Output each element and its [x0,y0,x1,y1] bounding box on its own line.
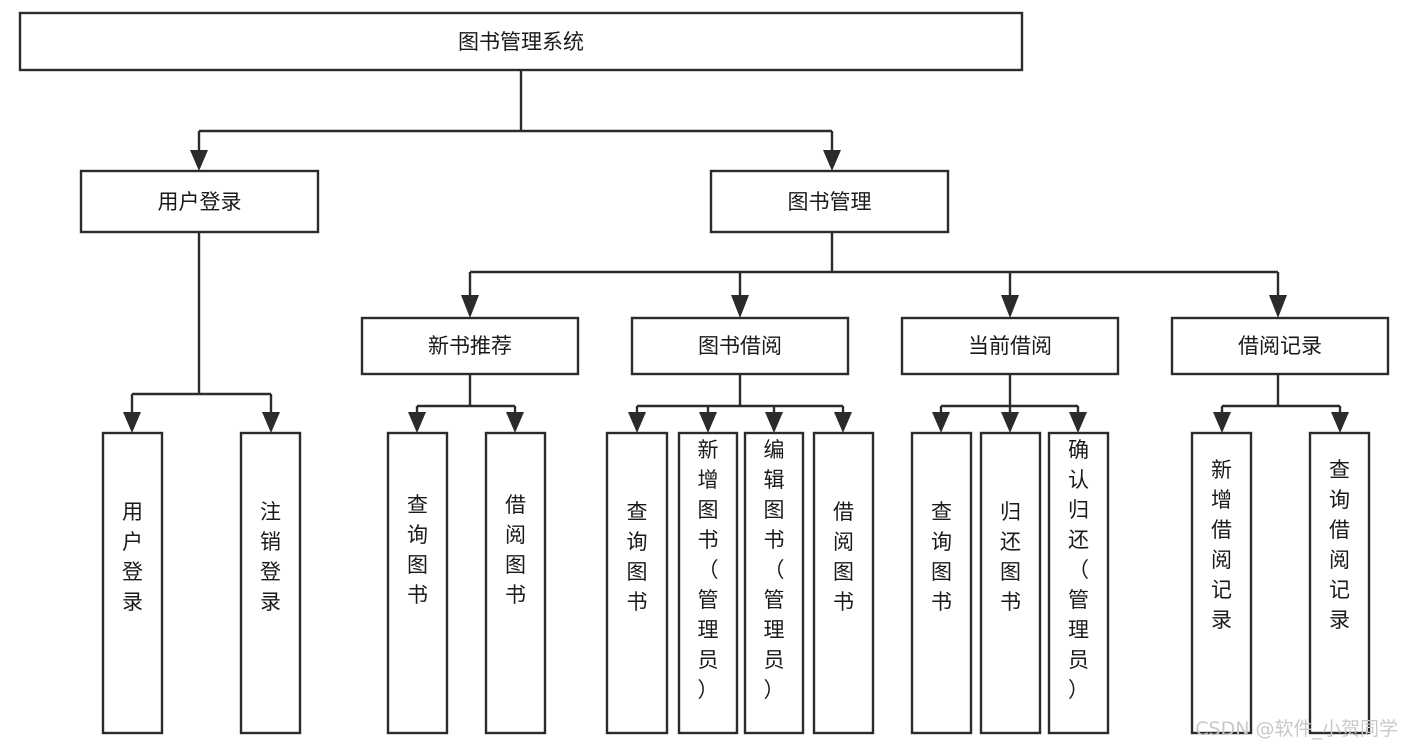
node-borrow-record[interactable]: 借阅记录 [1170,316,1390,376]
leaf-label-recommend-borrow-book: 借阅图书 [505,493,526,607]
arrow-head-current-leaf1 [932,412,950,433]
leaf-box-recommend-query-book[interactable] [386,431,449,735]
node-root-book-management-system[interactable]: 图书管理系统 [18,11,1024,72]
node-label-borrow-record: 借阅记录 [1238,334,1322,358]
node-label-new-book-recommend: 新书推荐 [428,334,512,358]
leaf-label-record-add-record: 新增借阅记录 [1211,458,1232,632]
leaf-box-current-query-book[interactable] [910,431,973,735]
leaf-label-recommend-query-book: 查询图书 [407,493,428,607]
node-label-current-borrow: 当前借阅 [968,334,1052,358]
leaf-node-borrow-edit-book-admin[interactable]: 编辑图书（管理员） [743,431,805,735]
leaf-node-user-login-login[interactable]: 用户登录 [101,431,164,735]
node-label-book-borrow: 图书借阅 [698,334,782,358]
csdn-watermark: CSDN @软件_小贺同学 [1195,718,1398,740]
arrow-head-to-book-borrow [731,295,749,318]
arrow-head-user-login-leaf2 [262,412,280,433]
leaf-box-record-add-record[interactable] [1190,431,1253,735]
leaf-box-current-return-book[interactable] [979,431,1042,735]
leaf-node-record-query-record[interactable]: 查询借阅记录 [1308,431,1371,735]
node-box-current-borrow[interactable] [900,316,1120,376]
arrow-head-record-leaf1 [1213,412,1231,433]
leaf-box-borrow-add-book-admin[interactable] [677,431,739,735]
arrow-head-recommend-leaf1 [408,412,426,433]
arrow-head-to-new-book-recommend [461,295,479,318]
arrow-head-current-leaf3 [1069,412,1087,433]
node-box-root[interactable] [18,11,1024,72]
leaf-box-borrow-query-book[interactable] [605,431,669,735]
leaf-box-current-confirm-return-admin[interactable] [1047,431,1110,735]
node-box-book-management[interactable] [709,169,950,234]
arrow-head-borrow-leaf2 [699,412,717,433]
arrow-head-borrow-leaf4 [834,412,852,433]
leaf-box-borrow-edit-book-admin[interactable] [743,431,805,735]
leaf-label-current-return-book: 归还图书 [1000,500,1021,614]
leaf-label-user-login-login: 用户登录 [122,500,143,614]
leaf-node-borrow-query-book[interactable]: 查询图书 [605,431,669,735]
node-label-root: 图书管理系统 [458,30,584,54]
leaf-label-borrow-add-book-admin: 新增图书（管理员） [698,438,719,702]
leaf-node-current-confirm-return-admin[interactable]: 确认归还（管理员） [1047,431,1110,735]
node-book-borrow[interactable]: 图书借阅 [630,316,850,376]
connector-borrow-record-to-leaves [1220,374,1342,414]
leaf-label-borrow-edit-book-admin: 编辑图书（管理员） [764,438,785,702]
leaf-label-borrow-borrow-book: 借阅图书 [833,500,854,614]
leaf-box-user-login-login[interactable] [101,431,164,735]
leaf-node-current-return-book[interactable]: 归还图书 [979,431,1042,735]
arrow-head-user-login-leaf1 [123,412,141,433]
node-label-user-login: 用户登录 [158,190,242,214]
node-box-borrow-record[interactable] [1170,316,1390,376]
connector-root-to-level2 [197,70,834,152]
connector-layer [123,70,1349,433]
leaf-node-recommend-borrow-book[interactable]: 借阅图书 [484,431,547,735]
leaf-label-borrow-query-book: 查询图书 [627,500,648,614]
leaf-box-user-logout[interactable] [239,431,302,735]
arrow-head-to-borrow-record [1269,295,1287,318]
leaf-box-record-query-record[interactable] [1308,431,1371,735]
arrow-head-to-current-borrow [1001,295,1019,318]
arrow-head-to-book-manage [823,150,841,171]
leaf-label-current-query-book: 查询图书 [931,500,952,614]
connector-new-book-recommend-to-leaves [415,374,517,414]
node-box-book-borrow[interactable] [630,316,850,376]
leaf-node-borrow-borrow-book[interactable]: 借阅图书 [812,431,875,735]
node-user-login[interactable]: 用户登录 [79,169,320,234]
node-box-new-book-recommend[interactable] [360,316,580,376]
leaf-label-record-query-record: 查询借阅记录 [1329,458,1350,632]
connector-user-login-to-leaves [130,232,273,414]
leaf-node-record-add-record[interactable]: 新增借阅记录 [1190,431,1253,735]
leaf-box-borrow-borrow-book[interactable] [812,431,875,735]
leaf-label-user-logout: 注销登录 [260,500,281,614]
arrow-head-borrow-leaf1 [628,412,646,433]
node-current-borrow[interactable]: 当前借阅 [900,316,1120,376]
arrow-head-current-leaf2 [1001,412,1019,433]
arrow-head-borrow-leaf3 [765,412,783,433]
leaf-node-current-query-book[interactable]: 查询图书 [910,431,973,735]
leaf-label-current-confirm-return-admin: 确认归还（管理员） [1068,438,1089,702]
arrow-head-recommend-leaf2 [506,412,524,433]
connector-current-borrow-to-leaves [939,374,1080,414]
node-label-book-management: 图书管理 [788,190,872,214]
node-box-user-login[interactable] [79,169,320,234]
connector-book-borrow-to-leaves [635,374,845,414]
connector-book-manage-to-level3 [468,232,1280,297]
arrow-head-to-user-login [190,150,208,171]
node-new-book-recommend[interactable]: 新书推荐 [360,316,580,376]
leaf-node-borrow-add-book-admin[interactable]: 新增图书（管理员） [677,431,739,735]
leaf-node-recommend-query-book[interactable]: 查询图书 [386,431,449,735]
arrow-head-record-leaf2 [1331,412,1349,433]
node-book-management[interactable]: 图书管理 [709,169,950,234]
leaf-node-user-logout[interactable]: 注销登录 [239,431,302,735]
leaf-box-recommend-borrow-book[interactable] [484,431,547,735]
